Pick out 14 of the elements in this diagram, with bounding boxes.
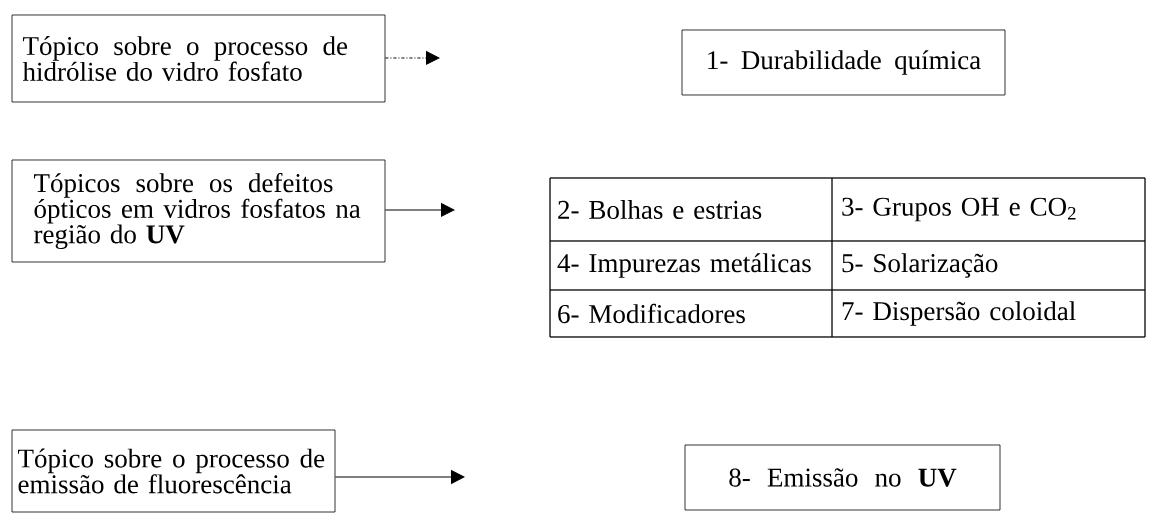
- table-cell: 2- Bolhas e estrias: [549, 177, 833, 242]
- item-box: 8- Emissão no UV: [684, 444, 1001, 511]
- table-cell: 3- Grupos OH e CO$_{2}$: [831, 177, 1146, 242]
- table-cell: 6- Modificadores: [549, 289, 833, 338]
- table-cell: 4- Impurezas metálicas: [549, 240, 833, 291]
- topic-box: Tópicos sobre os defeitos ópticos em vidros fosfatos na região do UV: [11, 159, 386, 263]
- arrow: [384, 203, 455, 217]
- arrow: [334, 470, 465, 484]
- table-cell: 7- Dispersão coloidal: [831, 289, 1146, 338]
- arrow: [384, 51, 440, 65]
- topic-box: Tópico sobre o processo de emissão de fluorescência: [11, 429, 336, 513]
- item-box: 1- Durabilidade química: [681, 29, 1006, 96]
- topic-box: Tópico sobre o processo de hidrólise do vidro fosfato: [11, 14, 386, 103]
- table-cell: 5- Solarização: [831, 240, 1146, 291]
